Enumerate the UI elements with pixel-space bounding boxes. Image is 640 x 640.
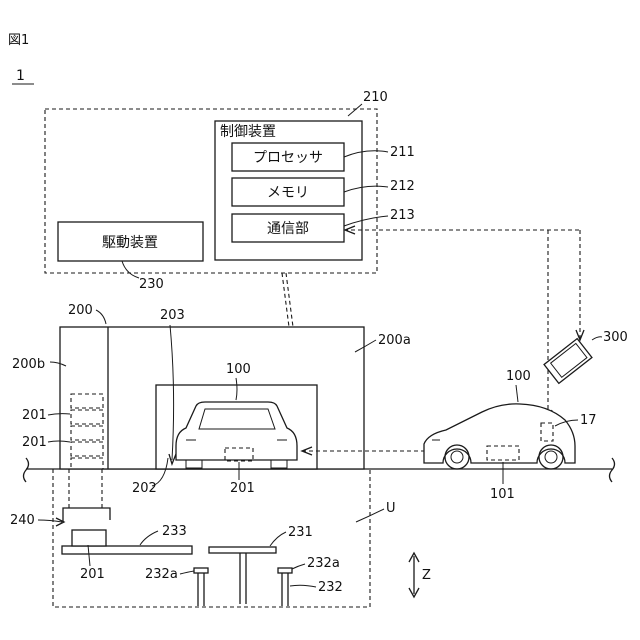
turntable-leader	[270, 532, 286, 546]
control-device-label: 制御装置	[220, 124, 276, 140]
comm-label: 通信部	[267, 221, 309, 237]
ground-break-left	[24, 458, 29, 482]
ground-break-right	[610, 458, 615, 482]
onboard-device-ref: 17	[580, 413, 597, 428]
pallet-ref: 201	[80, 567, 105, 582]
support-top-ref-left: 232a	[145, 567, 178, 582]
building-b-ref: 200b	[12, 357, 45, 372]
figure-title: 図1	[8, 33, 29, 48]
support-top-left	[194, 568, 208, 573]
underground-ref: U	[386, 501, 396, 516]
comm-ref: 213	[390, 208, 415, 223]
drive-device-label: 駆動装置	[102, 235, 158, 251]
system-ref: 1	[16, 68, 25, 84]
shelf-ref-1: 201	[22, 408, 47, 423]
control-device-leader	[348, 104, 362, 116]
support-top-leader-right	[292, 564, 305, 569]
stall-mark-ref: 201	[230, 481, 255, 496]
lift-leader	[38, 520, 62, 522]
support-top-ref-right: 232a	[307, 556, 340, 571]
conveyor-ref: 233	[162, 524, 187, 539]
processor-label: プロセッサ	[253, 150, 323, 166]
drive-device-ref: 230	[139, 277, 164, 292]
support-leader	[290, 585, 316, 587]
building-ref: 200	[68, 303, 93, 318]
control-device-ref: 210	[363, 90, 388, 105]
memory-label: メモリ	[267, 185, 309, 201]
building-leader	[96, 310, 106, 324]
lift-ref: 240	[10, 513, 35, 528]
conveyor-deck	[62, 546, 192, 554]
conveyor-leader	[140, 531, 158, 545]
shelf-ref-2: 201	[22, 435, 47, 450]
lift-shaft	[69, 469, 102, 508]
memory-ref: 212	[390, 179, 415, 194]
lift-cage	[63, 508, 110, 522]
stall-ref: 202	[132, 481, 157, 496]
vehicle-front-view	[176, 402, 297, 468]
building-a-ref: 200a	[378, 333, 411, 348]
support-top-leader-left	[180, 571, 194, 574]
turntable-ref: 231	[288, 525, 313, 540]
shelf-leader-2	[48, 441, 70, 442]
vehicle-marker-ref: 101	[490, 487, 515, 502]
processor-ref: 211	[390, 145, 415, 160]
vehicle-inside-ref: 100	[226, 362, 251, 377]
support-ref: 232	[318, 580, 343, 595]
terminal-ref: 300	[603, 330, 628, 345]
vehicle-outside-ref: 100	[506, 369, 531, 384]
smartphone-body	[544, 339, 592, 384]
pallet	[72, 530, 106, 546]
support-top-right	[278, 568, 292, 573]
z-axis-label: Z	[422, 568, 431, 583]
drive-device-leader	[122, 261, 139, 278]
vehicle-side-view	[424, 404, 575, 469]
terminal-leader	[592, 337, 602, 340]
vehicle-outside-leader	[516, 385, 518, 402]
terminal-device	[544, 339, 592, 384]
entrance-ref: 203	[160, 308, 185, 323]
turntable	[209, 547, 276, 553]
